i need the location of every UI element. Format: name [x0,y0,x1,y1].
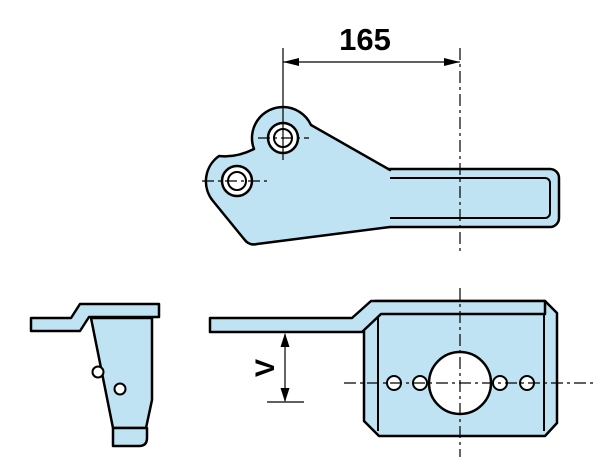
arrow-left-icon [283,58,299,66]
v-arrow-down-icon [280,388,290,402]
gusset-hole-upper [91,365,105,379]
support-arm [208,299,547,334]
gusset-hole-lower [113,382,127,396]
v-arrow-up-icon [280,333,290,347]
dimension-v-label: V [250,359,280,377]
arrow-right-icon [444,58,460,66]
gusset-foot [111,426,149,448]
front-view [208,288,597,457]
side-view [29,302,161,448]
dimension-length: 165 [282,22,461,252]
bracket-plate-fill [205,106,390,245]
top-view [202,105,561,246]
dimension-v: V [250,333,304,403]
dimension-length-value: 165 [339,22,391,57]
top-plate-profile [29,302,161,333]
